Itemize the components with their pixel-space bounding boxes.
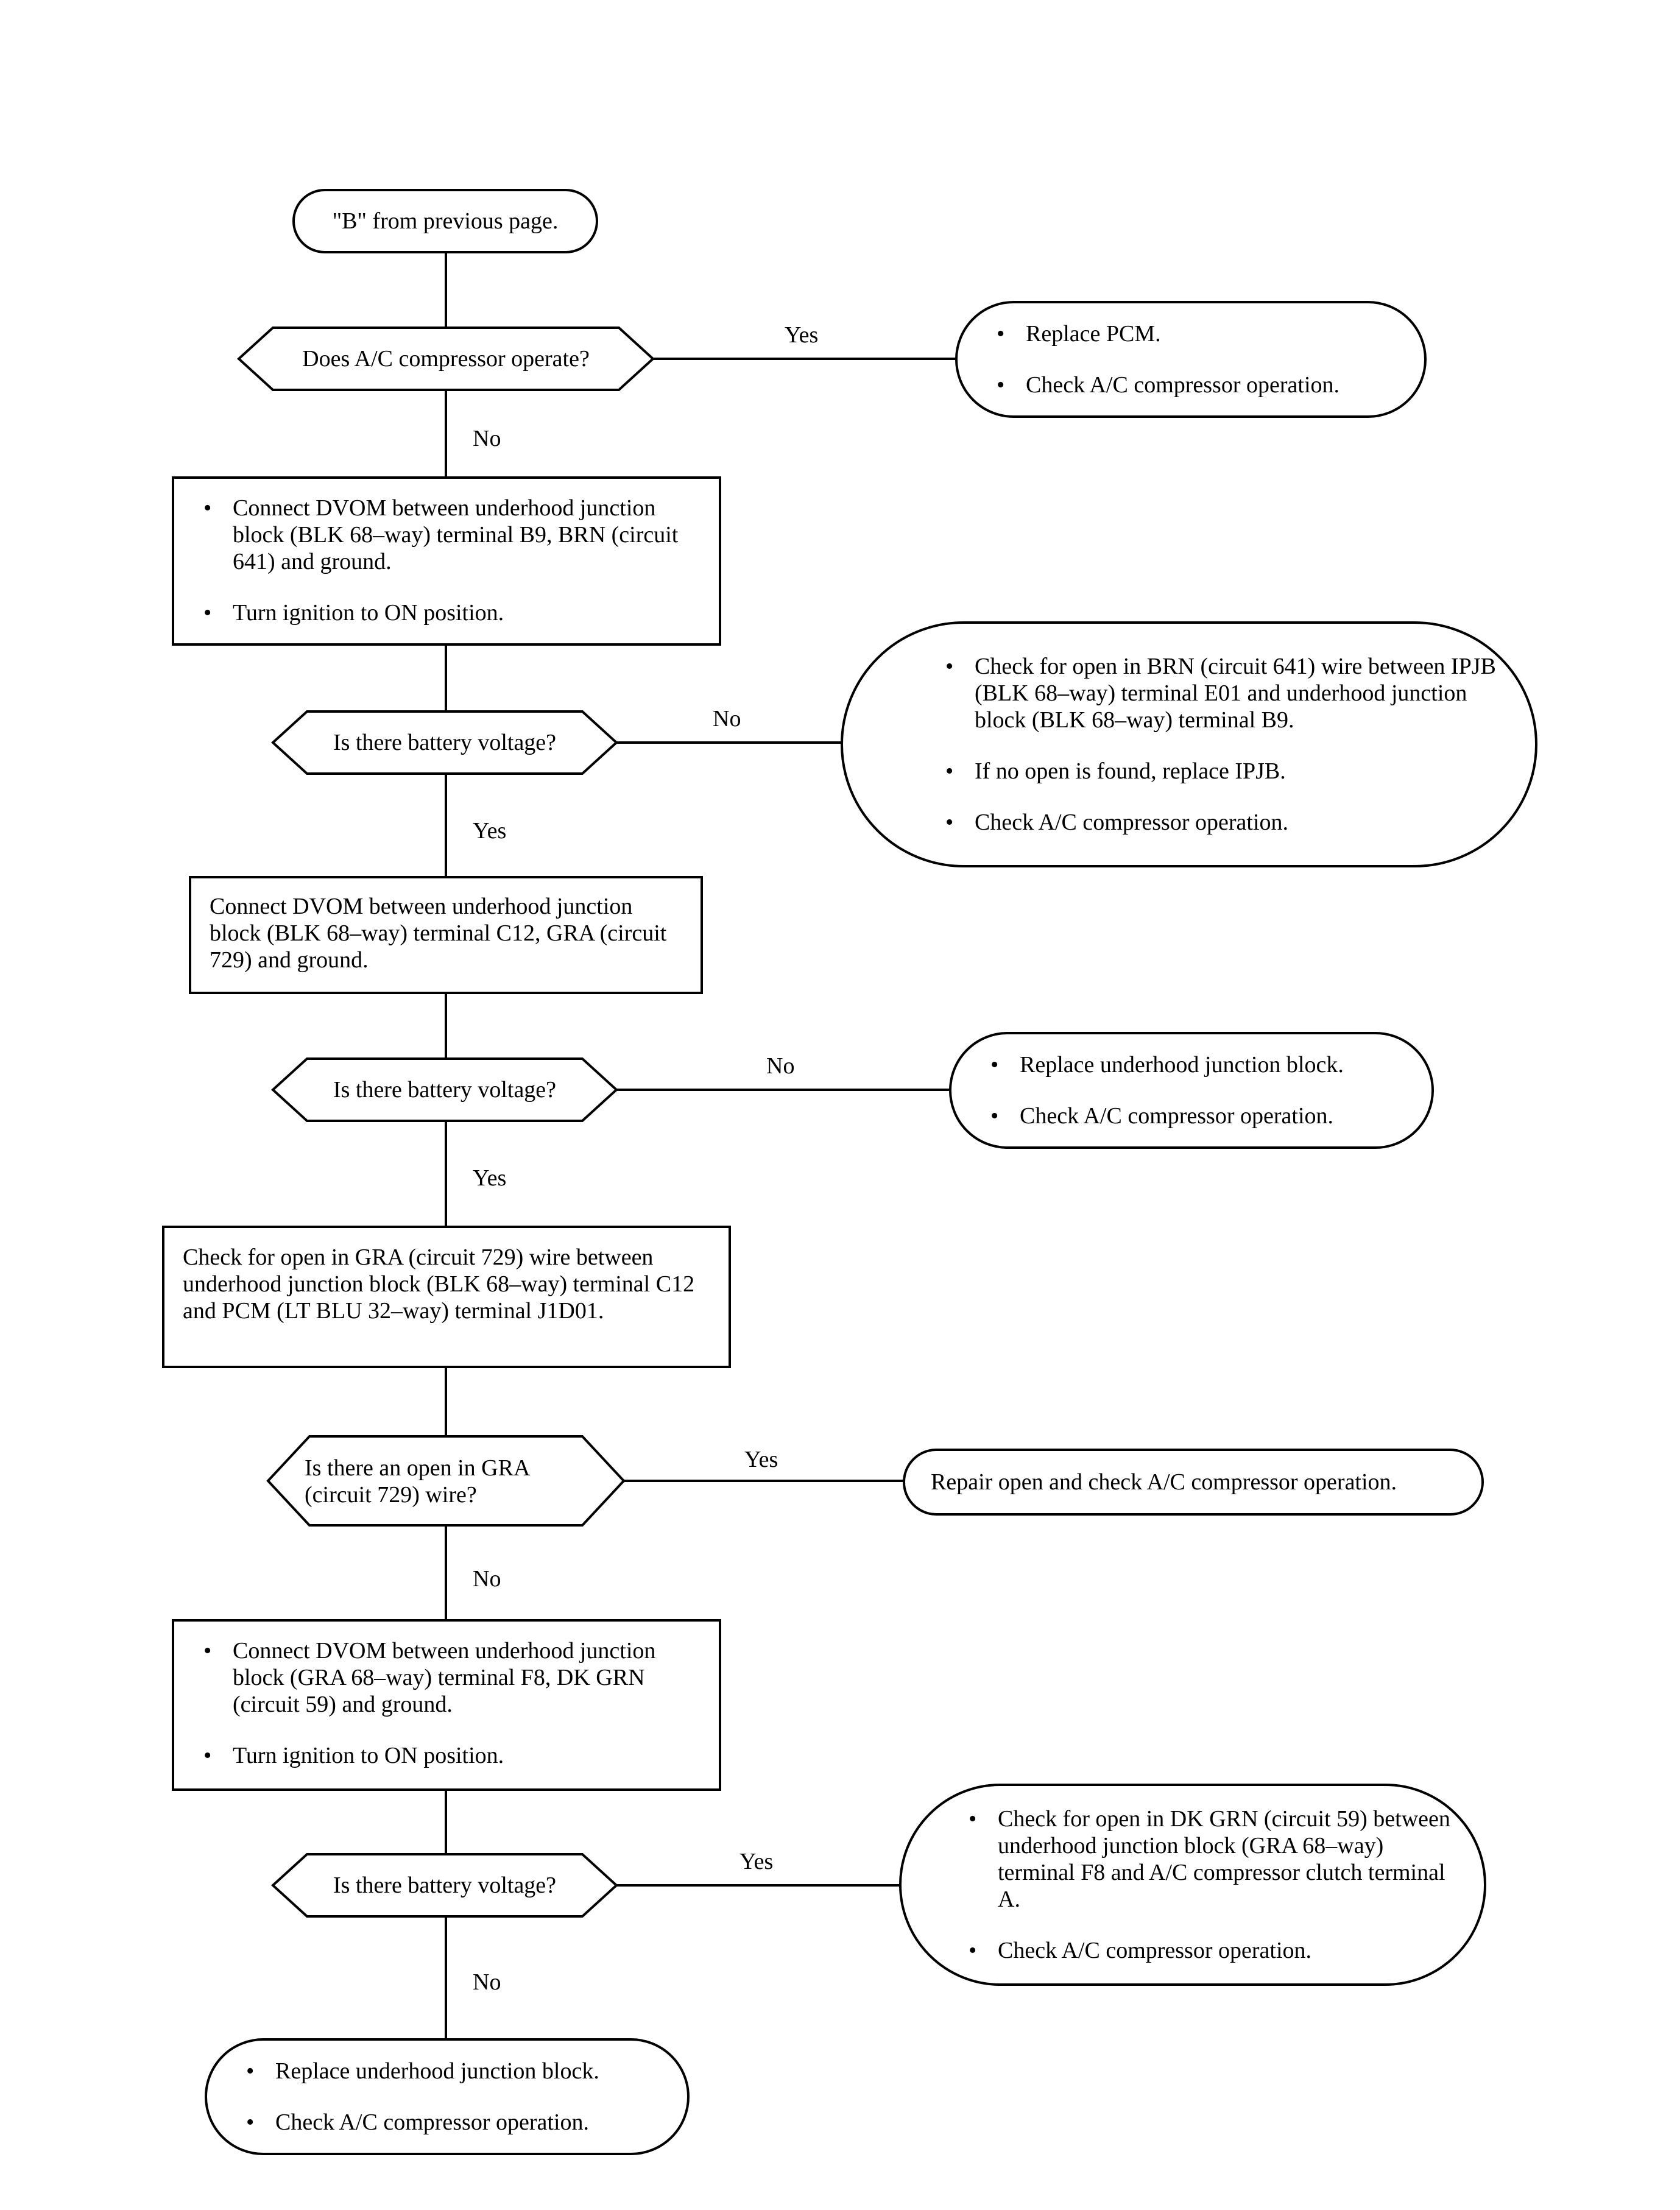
decision-5-no-label: No xyxy=(473,1969,501,1995)
end-list: Replace underhood junction block. Check … xyxy=(231,2058,663,2136)
decision-5-question: Is there battery voltage? xyxy=(333,1873,557,1898)
result-3-item: Check A/C compressor operation. xyxy=(976,1103,1407,1129)
decision-2-yes-label: Yes xyxy=(473,818,507,844)
result-1-list: Replace PCM. Check A/C compressor operat… xyxy=(982,320,1400,398)
start-terminator: "B" from previous page. xyxy=(292,189,598,253)
decision-5-yes-label: Yes xyxy=(739,1849,774,1874)
result-repair-open: Repair open and check A/C compressor ope… xyxy=(903,1449,1484,1516)
decision-4-no-label: No xyxy=(473,1566,501,1592)
decision-shape-5 xyxy=(271,1853,618,1918)
decision-3-no-label: No xyxy=(766,1053,795,1079)
end-item: Check A/C compressor operation. xyxy=(231,2109,663,2136)
step-3-text: Check for open in GRA (circuit 729) wire… xyxy=(183,1244,695,1324)
result-2-item: Check for open in BRN (circuit 641) wire… xyxy=(931,653,1498,733)
step-connect-dvom-f8: Connect DVOM between underhood junction … xyxy=(172,1619,721,1791)
result-5-item: Check A/C compressor operation. xyxy=(954,1937,1459,1964)
step-4-item: Turn ignition to ON position. xyxy=(189,1742,704,1769)
start-text: "B" from previous page. xyxy=(332,208,559,234)
decision-3-yes-label: Yes xyxy=(473,1165,507,1191)
step-1-list: Connect DVOM between underhood junction … xyxy=(189,495,704,626)
step-4-list: Connect DVOM between underhood junction … xyxy=(189,1637,704,1769)
end-item: Replace underhood junction block. xyxy=(231,2058,663,2085)
decision-4-question: Is there an open in GRA (circuit 729) wi… xyxy=(305,1455,529,1508)
step-1-item: Turn ignition to ON position. xyxy=(189,599,704,626)
step-connect-dvom-b9: Connect DVOM between underhood junction … xyxy=(172,476,721,646)
decision-shape-2 xyxy=(271,710,618,775)
decision-shape-3 xyxy=(271,1057,618,1122)
step-check-gra-open: Check for open in GRA (circuit 729) wire… xyxy=(162,1226,731,1368)
decision-2-no-label: No xyxy=(713,706,741,732)
decision-4-yes-label: Yes xyxy=(744,1447,778,1472)
decision-2-question: Is there battery voltage? xyxy=(333,730,557,755)
result-replace-junction-block: Replace underhood junction block. Check … xyxy=(949,1032,1434,1149)
result-2-item: Check A/C compressor operation. xyxy=(931,809,1498,836)
decision-shape-1 xyxy=(237,327,655,391)
result-3-item: Replace underhood junction block. xyxy=(976,1051,1407,1078)
step-4-item: Connect DVOM between underhood junction … xyxy=(189,1637,704,1718)
result-2-item: If no open is found, replace IPJB. xyxy=(931,758,1498,785)
result-check-dk-grn-open: Check for open in DK GRN (circuit 59) be… xyxy=(899,1784,1486,1986)
result-3-list: Replace underhood junction block. Check … xyxy=(976,1051,1407,1129)
decision-1-question: Does A/C compressor operate? xyxy=(302,346,590,372)
step-connect-dvom-c12: Connect DVOM between underhood junction … xyxy=(189,876,703,994)
step-2-text: Connect DVOM between underhood junction … xyxy=(210,894,667,973)
step-1-item: Connect DVOM between underhood junction … xyxy=(189,495,704,575)
result-1-item: Replace PCM. xyxy=(982,320,1400,347)
result-2-list: Check for open in BRN (circuit 641) wire… xyxy=(931,653,1498,836)
result-4-text: Repair open and check A/C compressor ope… xyxy=(931,1469,1397,1495)
decision-3-question: Is there battery voltage? xyxy=(333,1077,557,1103)
decision-shape-4 xyxy=(266,1435,626,1527)
result-5-item: Check for open in DK GRN (circuit 59) be… xyxy=(954,1806,1459,1913)
result-1-item: Check A/C compressor operation. xyxy=(982,372,1400,398)
decision-1-no-label: No xyxy=(473,426,501,451)
decision-1-yes-label: Yes xyxy=(785,322,819,348)
end-replace-junction-block: Replace underhood junction block. Check … xyxy=(205,2038,690,2155)
result-5-list: Check for open in DK GRN (circuit 59) be… xyxy=(954,1806,1459,1964)
result-check-brn-open: Check for open in BRN (circuit 641) wire… xyxy=(841,621,1537,867)
result-replace-pcm: Replace PCM. Check A/C compressor operat… xyxy=(955,301,1427,418)
